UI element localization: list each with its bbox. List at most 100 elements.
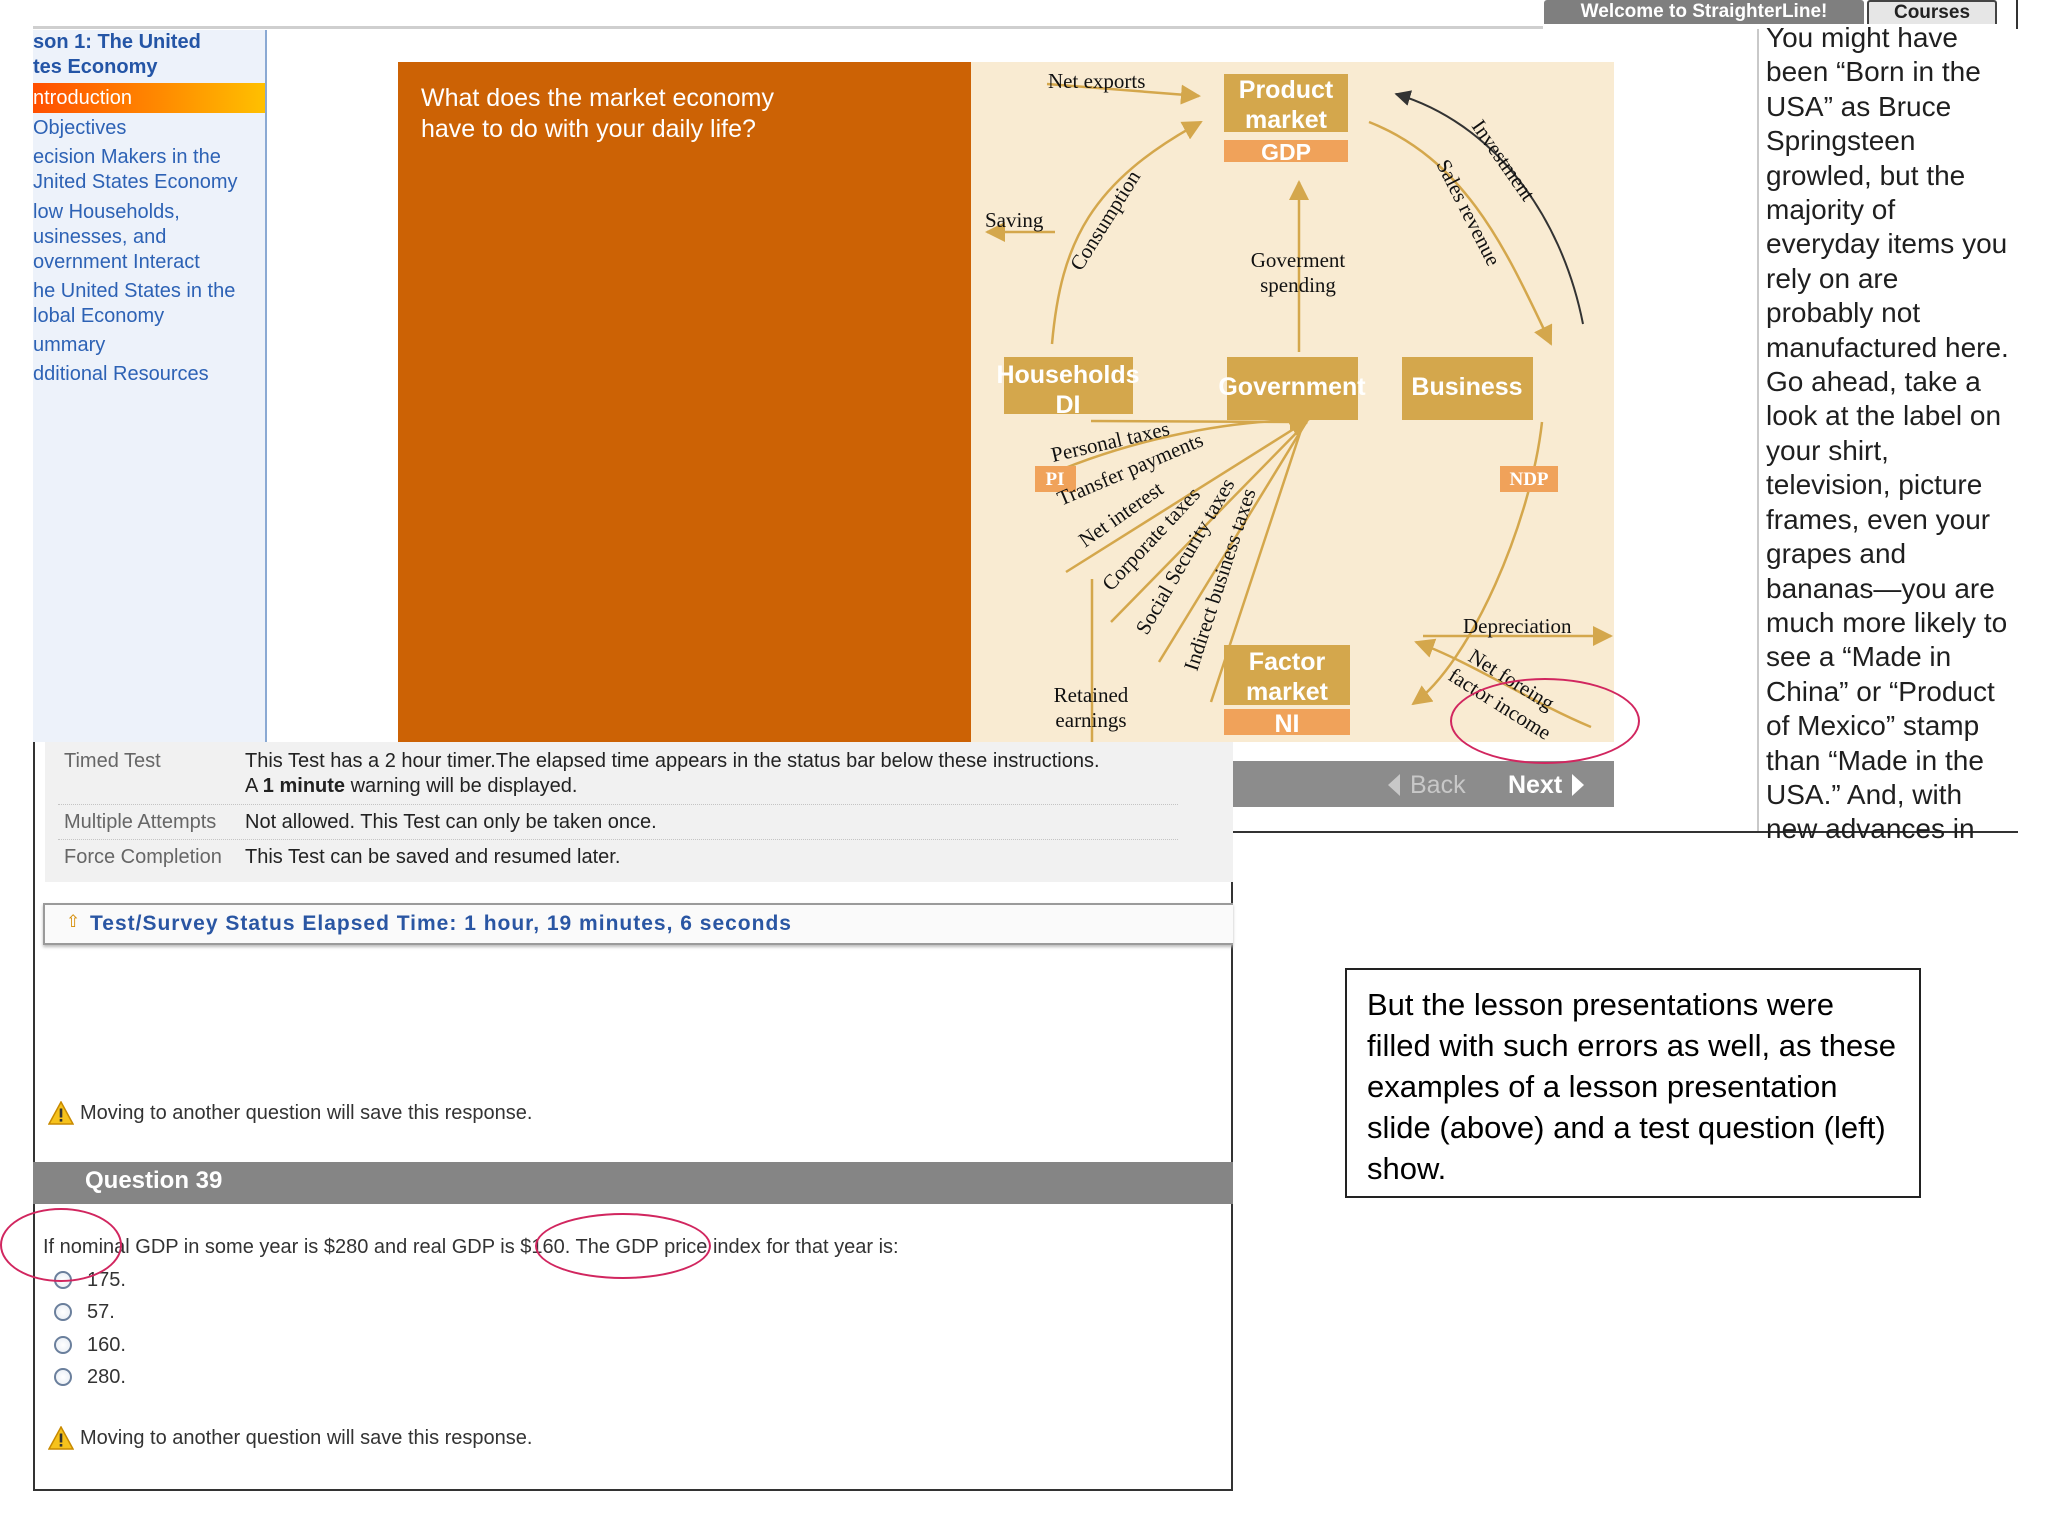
factor-market-label: Factor bbox=[1249, 648, 1326, 676]
next-button-label: Next bbox=[1508, 770, 1563, 799]
government-label: Government bbox=[1218, 373, 1366, 401]
answer-option[interactable]: 160. bbox=[54, 1331, 126, 1359]
answer-option[interactable]: 57. bbox=[54, 1298, 115, 1326]
question-header bbox=[33, 1162, 1233, 1204]
investment-arrow bbox=[1394, 90, 1584, 325]
status-label: Test/Survey Status bbox=[90, 912, 296, 935]
sidebar-lesson-title-line2[interactable]: tes Economy bbox=[33, 56, 158, 78]
sidebar-item-global-economy[interactable]: he United States in the bbox=[33, 280, 236, 302]
info-divider bbox=[58, 839, 1178, 841]
sidebar-item-households-line3[interactable]: overnment Interact bbox=[33, 251, 200, 273]
timed-test-label: Timed Test bbox=[64, 750, 161, 772]
side-text-line: manufactured here. bbox=[1766, 331, 2009, 363]
status-bar[interactable] bbox=[43, 903, 1233, 945]
answer-radio[interactable] bbox=[54, 1336, 72, 1354]
ni-box bbox=[1224, 709, 1350, 735]
top-divider bbox=[33, 26, 1543, 29]
answer-label[interactable]: 57. bbox=[87, 1300, 115, 1323]
answer-radio[interactable] bbox=[54, 1368, 72, 1386]
factor-flow-arrow bbox=[1411, 421, 1544, 706]
consumption-arrow bbox=[1050, 120, 1203, 345]
ni-label: NI bbox=[1275, 710, 1300, 738]
net-exports-arrow bbox=[1046, 82, 1201, 105]
side-text-line: growled, but the bbox=[1766, 159, 1966, 191]
sidebar-item-global-economy-line2[interactable]: lobal Economy bbox=[33, 305, 165, 327]
error-highlight-ellipse bbox=[0, 1208, 122, 1282]
error-highlight-ellipse bbox=[535, 1213, 711, 1279]
answer-label[interactable]: 160. bbox=[87, 1333, 126, 1356]
government-spending-label-line2: spending bbox=[1260, 273, 1336, 297]
sidebar-item-summary[interactable]: ummary bbox=[33, 334, 106, 356]
sidebar-item-decision-makers-line2[interactable]: Jnited States Economy bbox=[33, 171, 238, 193]
side-text-line: frames, even your bbox=[1766, 503, 1991, 535]
pi-label: PI bbox=[1046, 469, 1065, 490]
question-title: Question 39 bbox=[85, 1167, 223, 1194]
info-divider bbox=[58, 804, 1178, 806]
force-completion-label: Force Completion bbox=[64, 846, 222, 868]
depreciation-label: Depreciation bbox=[1463, 614, 1572, 638]
sidebar-item-objectives[interactable]: Objectives bbox=[33, 117, 127, 139]
answer-option[interactable]: 280. bbox=[54, 1363, 126, 1391]
side-text-line: television, picture bbox=[1766, 469, 1983, 501]
factor-market-label-line2: market bbox=[1246, 678, 1329, 706]
retained-earnings-label-line2: earnings bbox=[1055, 708, 1126, 732]
side-text-panel[interactable] bbox=[1757, 29, 2019, 831]
force-completion-value: This Test can be saved and resumed later… bbox=[245, 846, 621, 868]
side-text-line: rely on are bbox=[1766, 262, 1899, 294]
error-highlight-ellipse bbox=[1450, 678, 1640, 764]
slide-nav-bar bbox=[1230, 761, 1614, 807]
pi-box bbox=[1035, 466, 1076, 492]
question-text: If nominal GDP in some year is $280 and … bbox=[43, 1236, 899, 1258]
side-text-line: new advances in bbox=[1766, 813, 1975, 845]
side-text-line: Go ahead, take a bbox=[1766, 366, 1981, 398]
sidebar-item-additional-resources[interactable]: dditional Resources bbox=[33, 363, 209, 385]
side-text-line: see a “Made in bbox=[1766, 641, 1952, 673]
multiple-attempts-label: Multiple Attempts bbox=[64, 811, 217, 833]
product-market-label-line2: market bbox=[1245, 106, 1328, 134]
save-warning-text: Moving to another question will save thi… bbox=[80, 1426, 533, 1449]
households-label: Households bbox=[996, 361, 1139, 389]
chevron-up-icon[interactable]: ⇧ bbox=[66, 912, 81, 931]
side-text-line: been “Born in the bbox=[1766, 56, 1981, 88]
back-button[interactable]: Back bbox=[1388, 768, 1466, 802]
test-instructions bbox=[45, 742, 1233, 882]
business-label: Business bbox=[1411, 373, 1522, 401]
side-text-line: much more likely to bbox=[1766, 606, 2008, 638]
circular-flow-diagram: Product market GDP Households DI Governm… bbox=[985, 69, 1613, 742]
retained-earnings-label: Retained bbox=[1054, 683, 1129, 707]
chevron-left-icon bbox=[1388, 774, 1400, 796]
ndp-box bbox=[1500, 466, 1558, 492]
side-text-line: bananas—you are bbox=[1766, 572, 1995, 604]
side-text-line: your shirt, bbox=[1766, 434, 1889, 466]
side-text-line: of Mexico” stamp bbox=[1766, 710, 1980, 742]
social-security-taxes-arrow bbox=[1157, 423, 1307, 663]
slide-question-line1: What does the market economy bbox=[421, 84, 774, 112]
elapsed-time: Elapsed Time: 1 hour, 19 minutes, 6 seco… bbox=[302, 912, 792, 935]
product-market-label: Product bbox=[1239, 76, 1334, 104]
welcome-tab[interactable]: Welcome to StraighterLine! bbox=[1544, 0, 1864, 24]
sidebar-lesson-title[interactable]: son 1: The United bbox=[33, 31, 201, 53]
chevron-right-icon bbox=[1572, 774, 1585, 796]
side-text-line: USA.” And, with bbox=[1766, 778, 1963, 810]
product-market-box bbox=[1224, 74, 1348, 132]
gdp-label: GDP bbox=[1261, 139, 1311, 165]
next-button[interactable]: Next bbox=[1508, 768, 1585, 802]
slide-question: What does the market economy have to do … bbox=[421, 83, 941, 145]
slide-question-panel bbox=[398, 62, 971, 742]
answer-label[interactable]: 280. bbox=[87, 1365, 126, 1388]
sidebar-item-introduction[interactable]: ntroduction bbox=[33, 83, 265, 113]
sidebar-item-households-line2[interactable]: usinesses, and bbox=[33, 226, 167, 248]
status-bar-text: Test/Survey Status Elapsed Time: 1 hour,… bbox=[90, 912, 792, 936]
side-text-line: look at the label on bbox=[1766, 400, 2002, 432]
sales-revenue-arrow bbox=[1368, 120, 1553, 346]
courses-tab[interactable]: Courses bbox=[1867, 0, 1997, 24]
sidebar-item-decision-makers[interactable]: ecision Makers in the bbox=[33, 146, 221, 168]
sidebar-item-households[interactable]: low Households, bbox=[33, 201, 180, 223]
di-label: DI bbox=[1056, 391, 1081, 419]
factor-market-box bbox=[1224, 645, 1350, 705]
government-spending-label: Goverment bbox=[1251, 248, 1346, 272]
sales-revenue-label: Sales revenue bbox=[1432, 155, 1506, 269]
side-text-line: probably not bbox=[1766, 297, 1921, 329]
lesson-sidebar: son 1: The United tes Economy ntroductio… bbox=[33, 30, 267, 742]
answer-radio[interactable] bbox=[54, 1303, 72, 1321]
